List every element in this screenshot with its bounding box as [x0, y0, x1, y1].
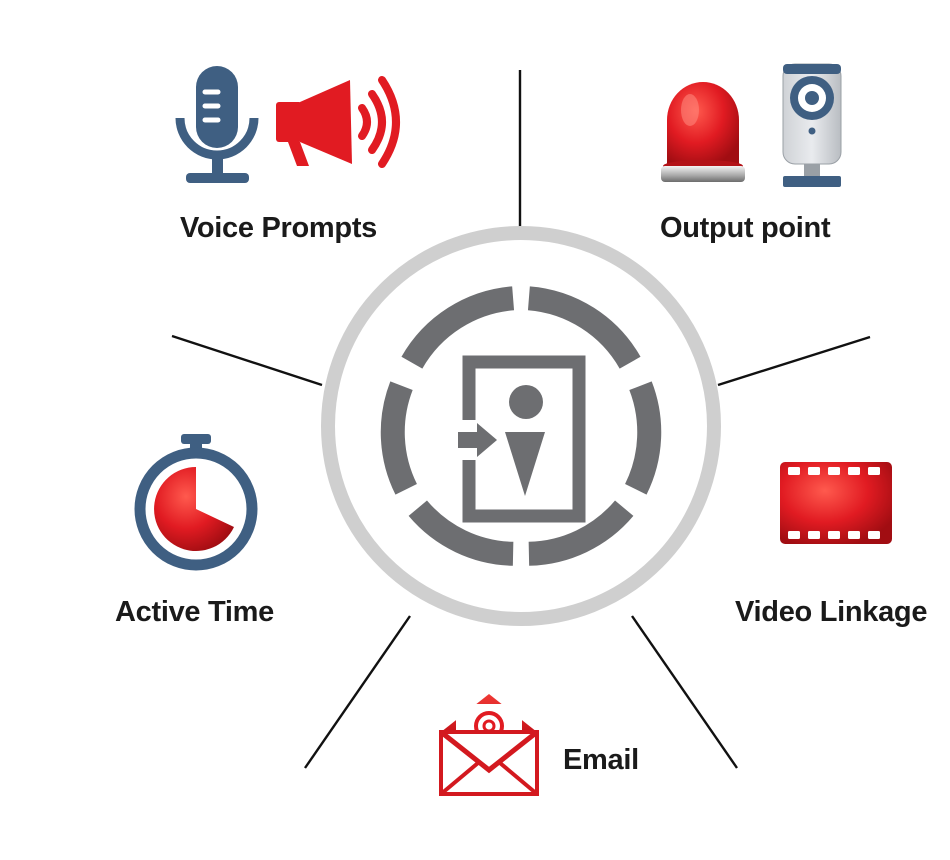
hub-segmented-ring: [380, 286, 662, 566]
megaphone-icon: [276, 76, 400, 168]
film-strip-icon: [780, 462, 892, 544]
center-hub: [321, 226, 721, 626]
email-label: Email: [563, 744, 639, 776]
connector-bottom-left: [304, 615, 411, 769]
connector-left: [171, 334, 323, 387]
video-linkage-label: Video Linkage: [735, 596, 928, 628]
connector-lines: [171, 70, 871, 769]
stopwatch-icon: [134, 434, 258, 571]
output-point-label: Output point: [660, 212, 831, 244]
envelope-at-icon: [439, 694, 539, 796]
alarm-light-icon: [661, 82, 745, 182]
microphone-icon: [175, 66, 259, 183]
active-time-label: Active Time: [115, 596, 274, 628]
connector-bottom-right: [631, 615, 738, 769]
camera-icon: [782, 63, 842, 187]
door-entry-person-icon: [456, 355, 586, 523]
connector-right: [717, 335, 871, 387]
voice-prompts-label: Voice Prompts: [180, 212, 378, 244]
